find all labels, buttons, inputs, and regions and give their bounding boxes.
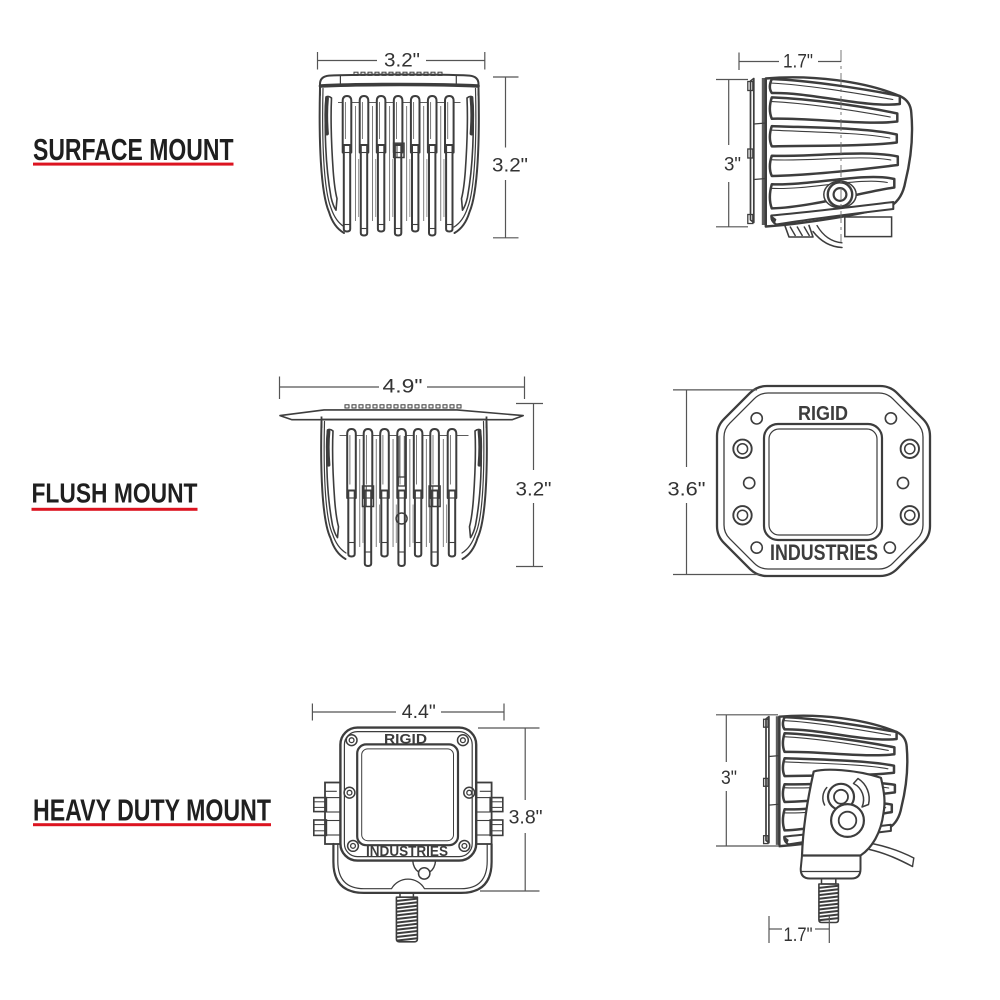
svg-text:4.9": 4.9" xyxy=(383,377,423,398)
svg-text:SURFACE MOUNT: SURFACE MOUNT xyxy=(33,132,234,167)
svg-text:FLUSH MOUNT: FLUSH MOUNT xyxy=(32,478,198,509)
svg-text:3.6": 3.6" xyxy=(668,480,706,501)
svg-text:1.7": 1.7" xyxy=(784,925,813,946)
svg-text:3.8": 3.8" xyxy=(509,808,543,829)
svg-text:INDUSTRIES: INDUSTRIES xyxy=(770,540,878,565)
svg-text:3": 3" xyxy=(721,768,737,789)
svg-text:RIGID: RIGID xyxy=(798,403,848,425)
svg-text:3.2": 3.2" xyxy=(516,480,552,501)
svg-text:3": 3" xyxy=(724,155,741,176)
svg-text:INDUSTRIES: INDUSTRIES xyxy=(366,843,448,860)
svg-text:3.2": 3.2" xyxy=(384,51,420,72)
svg-text:RIGID: RIGID xyxy=(384,731,427,747)
svg-text:4.4": 4.4" xyxy=(402,702,436,723)
svg-text:3.2": 3.2" xyxy=(492,156,528,177)
svg-text:HEAVY DUTY MOUNT: HEAVY DUTY MOUNT xyxy=(33,793,271,828)
svg-text:1.7": 1.7" xyxy=(783,52,813,73)
